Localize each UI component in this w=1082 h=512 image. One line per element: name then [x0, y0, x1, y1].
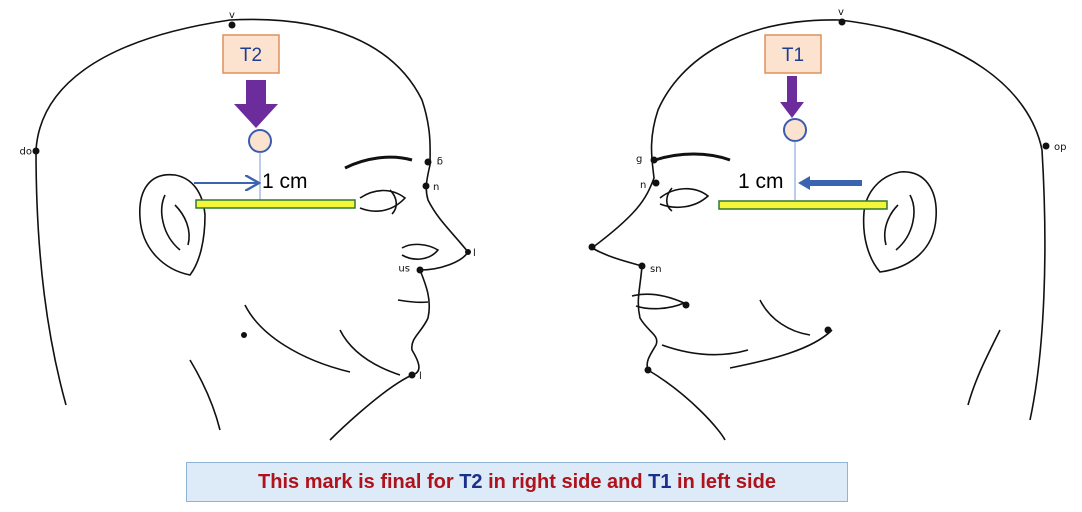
right-landmark-g-label: g: [636, 154, 642, 165]
right-chin-line: [662, 345, 748, 355]
left-neck-back: [190, 360, 220, 430]
right-landmark-pronasale-dot: [589, 244, 596, 251]
t1-distance-label: 1 cm: [738, 170, 784, 193]
left-landmark-sn-label: sn: [398, 263, 410, 274]
left-ear: [140, 175, 205, 275]
left-ear-inner: [162, 195, 189, 250]
left-landmark-vertex-dot: [229, 22, 236, 29]
right-landmark-op-label: op: [1054, 142, 1066, 153]
caption-t2: T2: [459, 471, 482, 494]
left-landmark-jaw-dot: [241, 332, 247, 338]
t2-down-arrow: [234, 80, 278, 128]
right-landmark-lip-dot: [683, 302, 690, 309]
caption-t1: T1: [648, 471, 671, 494]
right-landmark-g-dot: [651, 157, 658, 164]
right-neck-back: [968, 330, 1000, 405]
right-reference-bar: [719, 201, 887, 209]
left-mouth: [398, 300, 428, 302]
left-eye-iris: [390, 190, 396, 214]
left-landmark-g-label: g: [437, 156, 443, 167]
right-ear-inner: [885, 195, 914, 250]
right-landmark-sn-dot: [639, 263, 646, 270]
left-landmark-sn-dot: [417, 267, 424, 274]
left-landmark-gn-dot: [409, 372, 416, 379]
right-landmark-sn-label: sn: [650, 264, 662, 275]
caption-part3: in left side: [677, 471, 776, 494]
left-landmark-vertex-label: v: [229, 10, 235, 21]
right-landmark-jaw-dot: [825, 327, 832, 334]
left-landmark-gn-label: l: [419, 371, 422, 382]
right-lips: [632, 294, 684, 308]
left-chin-line: [340, 330, 400, 375]
left-eye: [360, 191, 405, 212]
right-eyebrow: [655, 154, 730, 160]
right-landmarks: v op g n sn: [589, 7, 1067, 374]
right-head: [592, 20, 1045, 440]
t1-down-arrow: [780, 76, 804, 118]
t1-box-label: T1: [782, 45, 804, 66]
left-landmark-l-label: l: [473, 248, 476, 259]
left-landmark-l-dot: [465, 249, 471, 255]
right-landmark-n-label: n: [640, 180, 646, 191]
right-jaw-line: [730, 330, 832, 368]
caption-part1: This mark is final for: [258, 471, 454, 494]
left-landmark-op-dot: [33, 148, 40, 155]
right-landmark-vertex-label: v: [838, 7, 844, 18]
right-landmark-vertex-dot: [839, 19, 846, 26]
left-landmark-op-label: op: [20, 146, 32, 157]
t2-marker-circle: [249, 130, 271, 152]
right-ear: [864, 172, 937, 272]
left-landmark-g-dot: [425, 159, 432, 166]
left-landmark-n-dot: [423, 183, 430, 190]
right-landmark-op-dot: [1043, 143, 1050, 150]
t2-distance-label: 1 cm: [262, 170, 308, 193]
left-landmark-n-label: n: [433, 182, 439, 193]
right-landmark-n-dot: [653, 180, 660, 187]
caption-part2: in right side and: [488, 471, 642, 494]
left-eyebrow: [345, 157, 412, 168]
right-landmark-gn-dot: [645, 367, 652, 374]
right-cheek-line: [760, 300, 810, 335]
t1-distance-arrow: [798, 176, 862, 190]
left-reference-bar: [196, 200, 355, 208]
t1-marker-circle: [784, 119, 806, 141]
t2-box-label: T2: [240, 45, 262, 66]
left-jaw-line: [245, 305, 350, 372]
left-nostril: [402, 244, 438, 259]
caption-box: This mark is final for T2 in right side …: [186, 462, 848, 502]
